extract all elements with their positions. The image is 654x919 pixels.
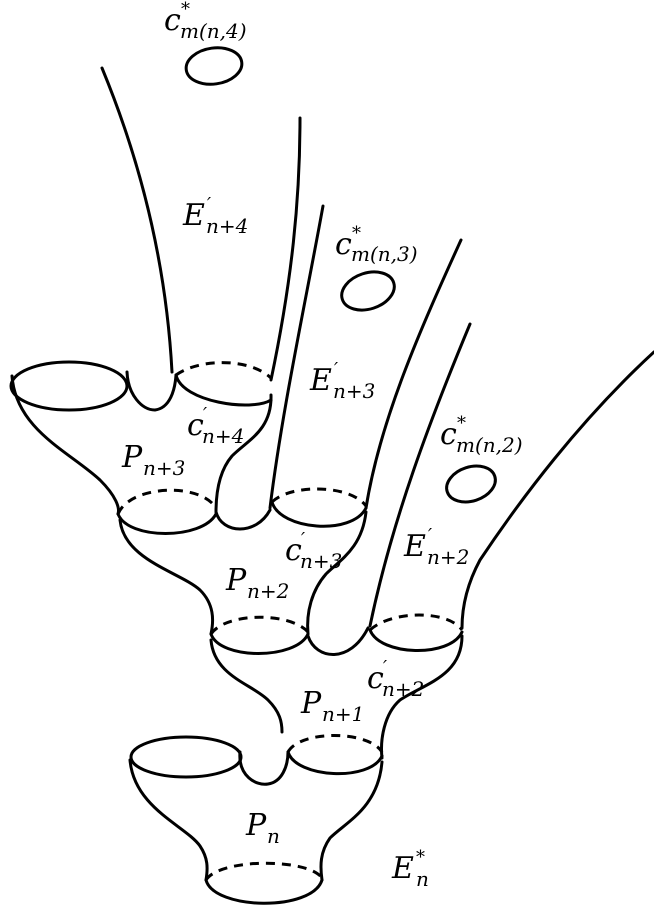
svg-text:m(n,3): m(n,3) <box>351 242 418 266</box>
pants-p-n3-right-side <box>216 395 271 512</box>
svg-text:E: E <box>403 529 426 564</box>
svg-text:*: * <box>457 413 466 434</box>
svg-text:P: P <box>121 440 143 475</box>
label-c-star-m-n-2: c * m(n,2) <box>440 413 523 457</box>
pants-p-n2-left-side <box>120 520 213 634</box>
label-c-prime-n2: c ′ n+2 <box>367 657 424 701</box>
svg-text:n+4: n+4 <box>206 214 248 238</box>
svg-text:P: P <box>225 563 247 598</box>
svg-text:n+2: n+2 <box>427 545 469 569</box>
boundary-circle-top-left <box>11 362 127 410</box>
svg-text:n+1: n+1 <box>322 702 364 726</box>
svg-text:m(n,4): m(n,4) <box>180 19 247 43</box>
cuff-p-n3-bottom-front <box>118 514 216 534</box>
label-p-n3: P n+3 <box>121 440 185 480</box>
cuff-p-n2-bottom-front <box>211 634 308 654</box>
cuff-p-n2-bottom-back <box>211 617 308 634</box>
cuff-c-prime-n4-front <box>176 375 271 405</box>
svg-text:n+3: n+3 <box>143 456 185 480</box>
cuff-p-n-bottom-back <box>206 863 322 880</box>
end-e-prime-n3-left <box>270 206 323 508</box>
svg-text:c: c <box>335 227 352 262</box>
cuff-c-prime-n3-front <box>272 502 366 526</box>
label-c-prime-n3: c ′ n+3 <box>285 529 342 573</box>
cuff-p-n1-bottom-back <box>288 736 382 753</box>
svg-text:n+4: n+4 <box>202 424 244 448</box>
pants-p-n2-right-side <box>308 512 366 634</box>
svg-text:c: c <box>440 417 457 452</box>
curve-c-star-m-n-4 <box>184 44 244 87</box>
svg-text:E: E <box>309 363 332 398</box>
crotch-n2 <box>308 628 368 655</box>
svg-text:P: P <box>245 808 267 843</box>
cuff-p-n3-bottom-back <box>118 490 216 514</box>
label-c-star-m-n-4: c * m(n,4) <box>164 0 247 43</box>
svg-text:E: E <box>182 198 205 233</box>
svg-text:c: c <box>164 3 181 38</box>
label-c-star-m-n-3: c * m(n,3) <box>335 223 418 266</box>
svg-text:n+2: n+2 <box>382 677 424 701</box>
curve-c-star-m-n-3 <box>337 266 399 317</box>
svg-text:n+3: n+3 <box>333 379 375 403</box>
svg-text:′: ′ <box>383 657 387 678</box>
label-p-n: P n <box>245 808 280 848</box>
label-c-prime-n4: c ′ n+4 <box>187 404 244 448</box>
curve-c-star-m-n-2 <box>442 460 500 508</box>
svg-text:n+2: n+2 <box>247 579 289 603</box>
svg-text:*: * <box>416 847 425 868</box>
cuff-c-prime-n2-front <box>370 630 462 651</box>
pants-p-n-right-side <box>321 762 382 880</box>
svg-text:m(n,2): m(n,2) <box>456 433 523 457</box>
cuff-c-prime-n3-back <box>272 489 366 506</box>
crotch-top <box>127 372 176 410</box>
label-e-star-n: E * n <box>391 847 429 891</box>
boundary-circle-bottom-left <box>131 737 241 777</box>
crotch-n1 <box>240 752 288 784</box>
cuff-p-n1-bottom-front <box>288 752 382 774</box>
svg-text:′: ′ <box>301 529 305 550</box>
label-p-n2: P n+2 <box>225 563 289 603</box>
svg-text:E: E <box>391 851 414 886</box>
svg-text:*: * <box>352 223 361 244</box>
label-e-prime-n4: E ′ n+4 <box>182 194 248 238</box>
svg-text:′: ′ <box>207 194 211 215</box>
label-p-n1: P n+1 <box>300 686 364 726</box>
svg-text:n+3: n+3 <box>300 549 342 573</box>
cuff-c-prime-n4-back <box>176 363 271 378</box>
cuff-c-prime-n2-back <box>370 615 462 630</box>
end-e-prime-n4-left <box>102 68 172 372</box>
svg-text:*: * <box>181 0 190 20</box>
cuff-p-n-bottom-front <box>206 880 322 903</box>
svg-text:′: ′ <box>203 404 207 425</box>
svg-text:n: n <box>416 867 429 891</box>
label-e-prime-n2: E ′ n+2 <box>403 525 469 569</box>
svg-text:′: ′ <box>428 525 432 546</box>
svg-text:′: ′ <box>334 359 338 380</box>
svg-text:n: n <box>267 824 280 848</box>
svg-text:P: P <box>300 686 322 721</box>
end-e-prime-n4-right <box>271 118 300 380</box>
label-e-prime-n3: E ′ n+3 <box>309 359 375 403</box>
crotch-n3 <box>216 510 270 529</box>
pants-p-n3-left-side <box>12 376 118 514</box>
